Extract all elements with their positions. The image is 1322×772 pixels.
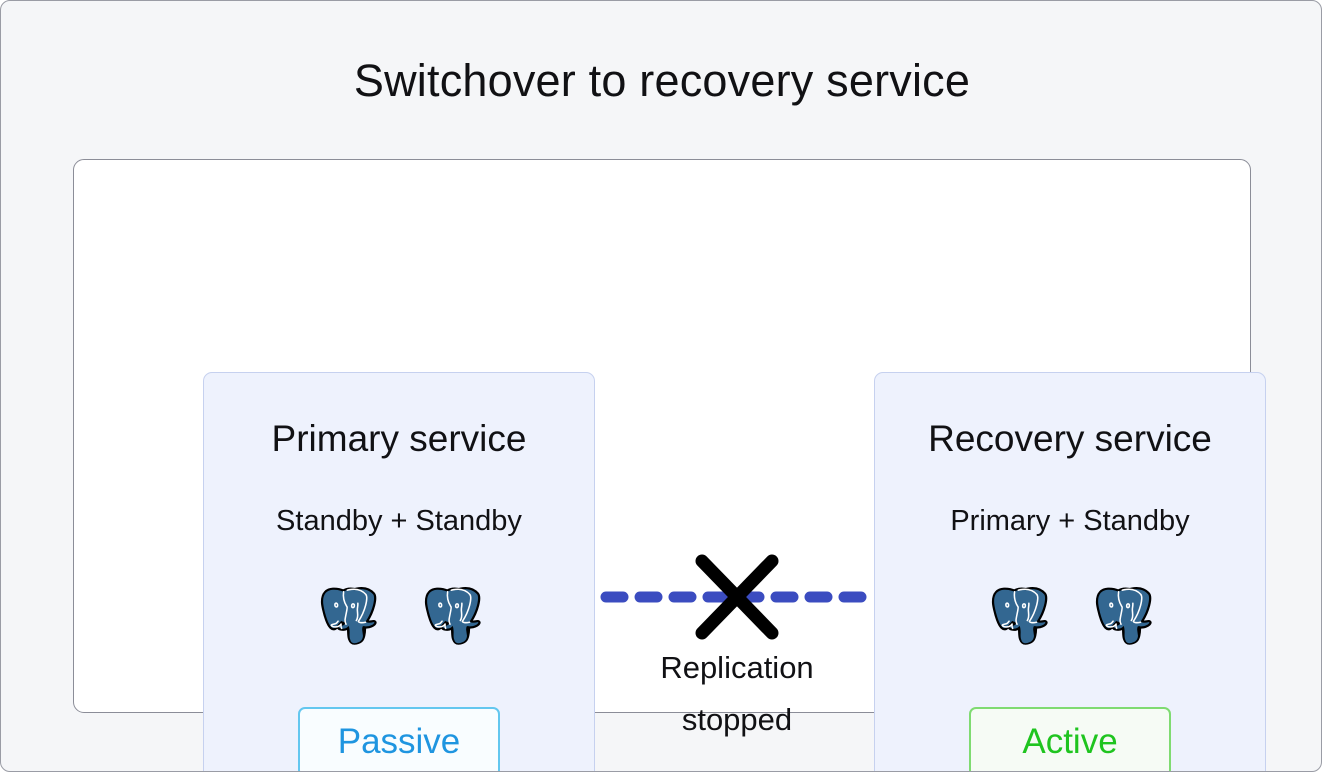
service-subtitle: Standby + Standby	[276, 505, 522, 537]
postgres-elephant-icon	[1095, 587, 1152, 645]
postgres-elephant-icon	[424, 587, 481, 645]
replication-connector	[596, 552, 880, 644]
replication-link-graphic	[600, 554, 880, 640]
service-title: Recovery service	[928, 418, 1212, 459]
postgres-elephant-icon	[320, 587, 377, 645]
diagram-panel: Primary service Standby + Standby	[73, 159, 1266, 771]
replication-status-label: Replication stopped	[596, 642, 878, 746]
service-card-recovery[interactable]: Recovery service Primary + Standby	[874, 372, 1266, 771]
node-row	[875, 583, 1265, 647]
replication-label-line1: Replication	[660, 650, 814, 685]
page-title: Switchover to recovery service	[353, 55, 971, 106]
cross-icon	[695, 554, 779, 640]
postgres-elephant-icon	[991, 587, 1048, 645]
status-badge-active[interactable]: Active	[969, 707, 1171, 771]
status-badge-passive[interactable]: Passive	[298, 707, 500, 771]
service-subtitle: Primary + Standby	[950, 505, 1190, 537]
service-title: Primary service	[271, 418, 527, 459]
service-card-primary[interactable]: Primary service Standby + Standby	[203, 372, 595, 771]
node-row	[204, 583, 594, 647]
replication-label-line2: stopped	[681, 702, 793, 737]
